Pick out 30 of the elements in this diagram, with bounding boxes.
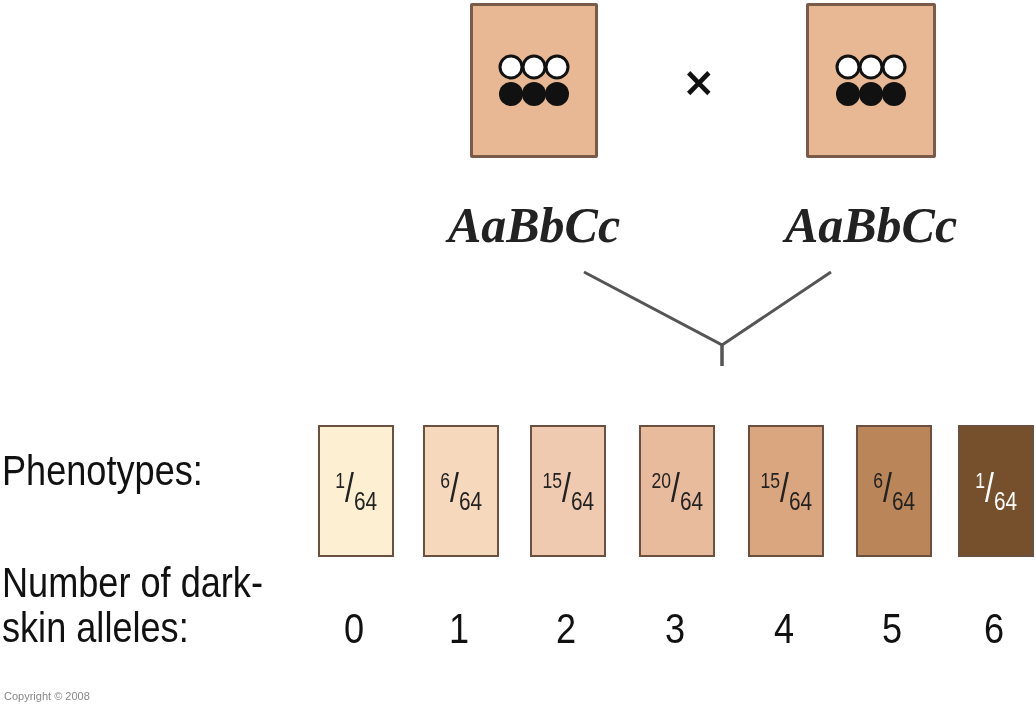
row-label: Phenotypes:	[2, 448, 203, 494]
phenotype-box	[639, 425, 715, 557]
genotype-label: AaBbCc	[784, 200, 958, 250]
phenotype-box	[530, 425, 606, 557]
phenotype-box	[318, 425, 394, 557]
genotype-label: AaBbCc	[447, 200, 621, 250]
fraction-label: $^{15}$/$_{64}$	[542, 468, 594, 514]
fraction-label: $^{6}$/$_{64}$	[440, 468, 482, 514]
allele-count: 1	[449, 606, 470, 652]
fraction-label: $^{6}$/$_{64}$	[873, 468, 915, 514]
fraction-label: $^{1}$/$_{64}$	[975, 468, 1017, 514]
copyright-note: Copyright © 2008	[4, 690, 90, 702]
phenotype-box	[423, 425, 499, 557]
parent-box	[470, 3, 598, 158]
allele-count: 4	[774, 606, 795, 652]
cross-line	[720, 270, 832, 366]
cross-symbol: ×	[682, 62, 716, 102]
allele-count: 6	[984, 606, 1005, 652]
parent-box	[806, 3, 936, 158]
fraction-label: $^{20}$/$_{64}$	[651, 468, 703, 514]
allele-count: 5	[882, 606, 903, 652]
allele-count: 0	[344, 606, 365, 652]
fraction-label: $^{15}$/$_{64}$	[760, 468, 812, 514]
phenotype-box	[958, 425, 1034, 557]
phenotype-box	[748, 425, 824, 557]
fraction-label: $^{1}$/$_{64}$	[335, 468, 377, 514]
row-label: Number of dark-skin alleles:	[2, 560, 264, 651]
allele-count: 3	[665, 606, 686, 652]
allele-count: 2	[556, 606, 577, 652]
phenotype-box	[856, 425, 932, 557]
